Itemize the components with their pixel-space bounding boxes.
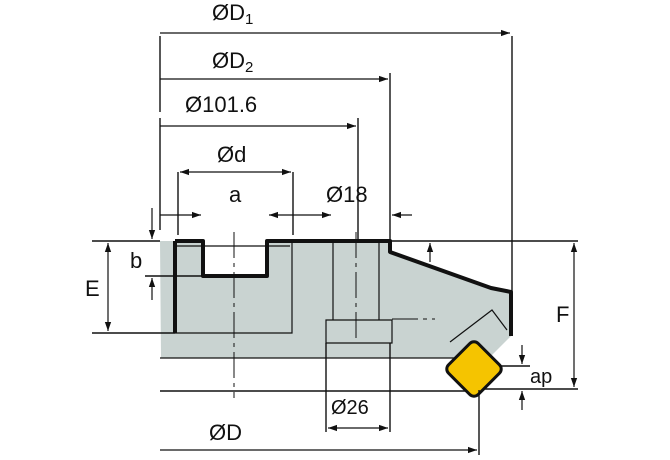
bore-lines	[175, 241, 293, 334]
label-D: ØD	[209, 420, 242, 445]
label-18: Ø18	[326, 182, 368, 207]
label-26: Ø26	[331, 397, 369, 419]
label-E: E	[85, 276, 100, 301]
label-ap: ap	[530, 366, 552, 388]
cutter-outline	[175, 239, 513, 336]
label-F: F	[556, 302, 569, 327]
label-101: Ø101.6	[185, 92, 257, 117]
label-a: a	[229, 182, 242, 207]
cutting-insert	[445, 340, 503, 398]
label-D1: ØD1	[212, 0, 253, 28]
screw-hole-lines	[325, 241, 393, 344]
label-D2: ØD2	[212, 48, 253, 76]
label-d: Ød	[217, 142, 246, 167]
pocket-lines	[449, 309, 508, 343]
cutter-body	[160, 241, 511, 358]
extension-lines	[92, 36, 578, 455]
label-b: b	[130, 248, 142, 273]
